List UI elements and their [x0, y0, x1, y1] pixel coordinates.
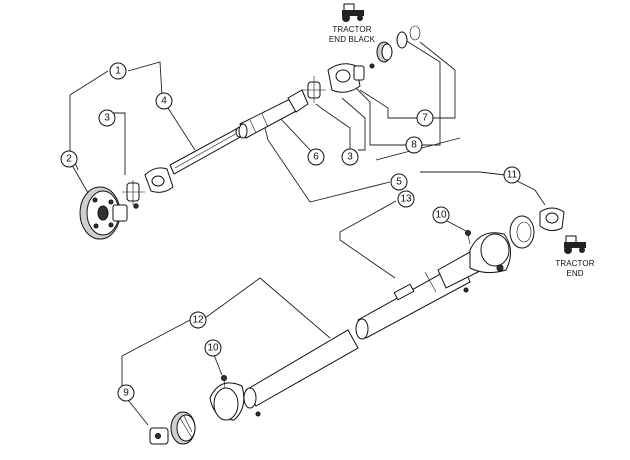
cross-joint-left — [122, 180, 145, 209]
svg-text:2: 2 — [66, 154, 72, 165]
callout-7: 7 — [416, 109, 434, 127]
svg-text:10: 10 — [207, 343, 219, 354]
inner-shaft — [238, 89, 309, 139]
svg-text:3: 3 — [104, 113, 110, 124]
callout-12: 12 — [189, 311, 207, 329]
callout-13: 13 — [397, 190, 415, 208]
svg-text:12: 12 — [192, 315, 204, 326]
callout-6: 6 — [307, 148, 325, 166]
callout-10-upper: 10 — [432, 206, 450, 224]
callouts: 1 2 3 4 3 5 6 7 — [60, 62, 521, 402]
svg-text:6: 6 — [313, 152, 319, 163]
svg-text:9: 9 — [123, 388, 129, 399]
lower-guard-assembly — [149, 207, 565, 445]
screw-upper — [465, 230, 471, 245]
implement-end-clamp — [149, 427, 169, 445]
tractor-end-line1: TRACTOR — [555, 259, 594, 268]
flange-yoke — [79, 186, 128, 240]
callout-10-lower: 10 — [204, 339, 222, 357]
callout-2: 2 — [60, 150, 78, 168]
callout-3-right: 3 — [341, 148, 359, 166]
cross-joint-right — [302, 76, 326, 103]
tractor-end-yoke — [539, 207, 565, 232]
callout-11: 11 — [503, 166, 521, 184]
tractor-end-line2: END — [566, 269, 583, 278]
tractor-end-black-line1: TRACTOR — [332, 25, 371, 34]
svg-text:11: 11 — [507, 170, 518, 181]
callout-8: 8 — [405, 136, 423, 154]
svg-text:5: 5 — [396, 177, 402, 188]
tractor-icon — [342, 3, 364, 22]
tractor-end-black-line2: END BLACK — [329, 35, 376, 44]
tractor-yoke — [327, 63, 375, 93]
tractor-icon — [564, 235, 586, 254]
callout-9: 9 — [117, 384, 135, 402]
outer-yoke-shaft — [144, 126, 245, 193]
locking-collar — [376, 25, 421, 63]
implement-cone — [209, 382, 261, 421]
svg-text:10: 10 — [435, 210, 447, 221]
upper-shaft-assembly — [79, 25, 421, 240]
callout-4: 4 — [155, 92, 173, 110]
bearing-ring — [170, 411, 196, 445]
tractor-end-cone — [469, 215, 535, 274]
svg-text:1: 1 — [115, 66, 121, 77]
svg-text:3: 3 — [347, 152, 353, 163]
svg-text:7: 7 — [422, 113, 428, 124]
screw-lower — [221, 375, 227, 389]
callout-1: 1 — [109, 62, 127, 80]
svg-text:8: 8 — [411, 140, 417, 151]
callout-5: 5 — [390, 173, 408, 191]
svg-text:4: 4 — [161, 96, 167, 107]
callout-3-left: 3 — [98, 109, 116, 127]
svg-text:13: 13 — [400, 194, 412, 205]
